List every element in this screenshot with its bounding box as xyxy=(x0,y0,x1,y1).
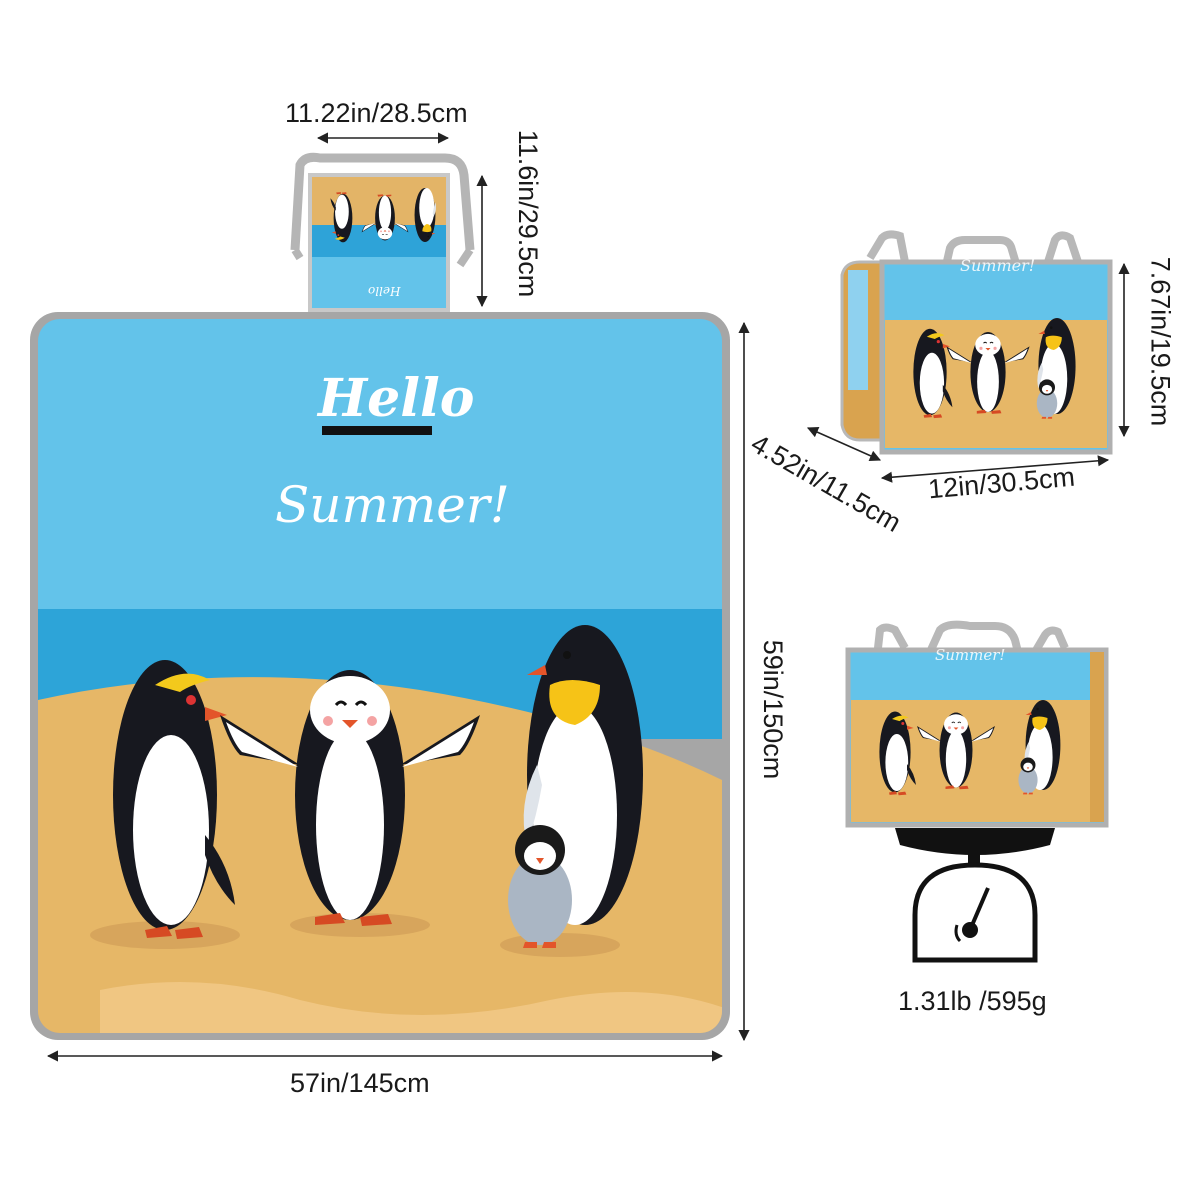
dimension-lines xyxy=(46,132,1130,1062)
penguin-icon xyxy=(508,825,572,948)
mat-height-label: 59in/150cm xyxy=(758,639,788,780)
bag-height-label: 7.67in/19.5cm xyxy=(1145,256,1176,427)
bag-on-scale xyxy=(845,620,1109,828)
folded-bag xyxy=(840,230,1113,455)
weight-label: 1.31lb /595g xyxy=(898,986,1047,1016)
hanging-bag-caption: Summer! xyxy=(935,646,1006,664)
strap-handle xyxy=(290,152,475,312)
picnic-mat xyxy=(30,312,730,1040)
scale-icon xyxy=(895,828,1055,963)
folded-bag-caption: Summer! xyxy=(960,256,1036,275)
strap-tag: Hello xyxy=(368,284,401,298)
mat-width-label: 57in/145cm xyxy=(290,1068,430,1098)
mat-headline-line2: Summer! xyxy=(275,476,510,534)
mat-headline-line1: Hello xyxy=(318,368,475,429)
strap-height-label: 11.6in/29.5cm xyxy=(513,129,543,298)
strap-width-label: 11.22in/28.5cm xyxy=(285,98,468,128)
